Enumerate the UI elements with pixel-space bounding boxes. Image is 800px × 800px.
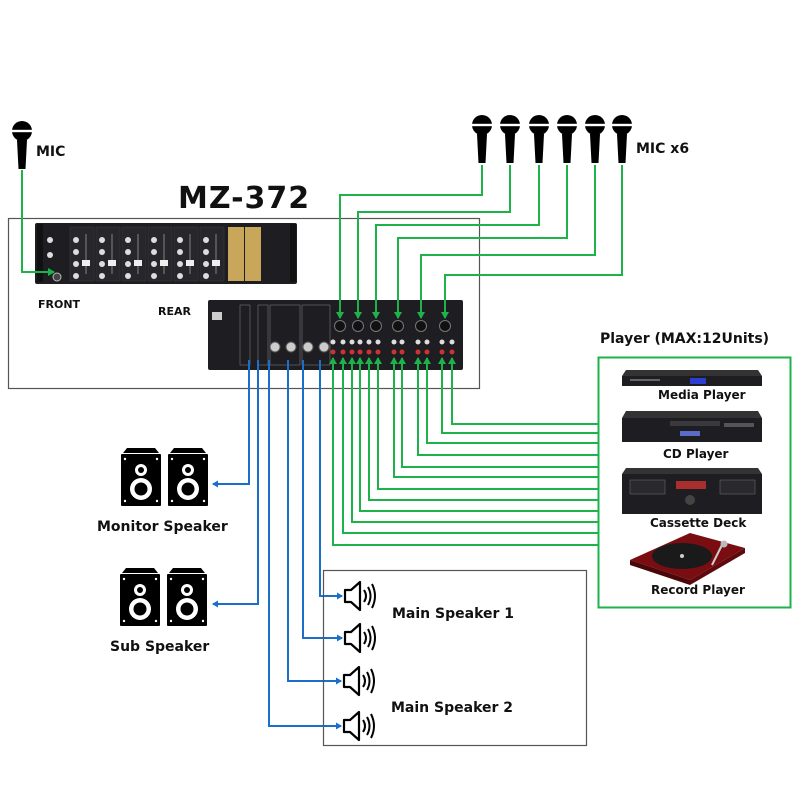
- main-speaker-frame: [322, 569, 588, 747]
- player-cable-7: [390, 357, 598, 478]
- front-mic-label: MIC: [36, 144, 66, 160]
- player-cable-10: [423, 357, 598, 444]
- player-cable-5: [365, 357, 598, 501]
- main-speaker-1b-icon[interactable]: [343, 622, 377, 654]
- rear-mic-cable-5: [417, 165, 596, 319]
- front-mic-icon: [12, 121, 32, 169]
- player-cable-12: [448, 357, 598, 425]
- cd-player-label: CD Player: [663, 447, 729, 461]
- main-speaker-1a-icon[interactable]: [343, 580, 377, 612]
- rear-mic-cable-1: [336, 165, 483, 319]
- cd-player-icon[interactable]: [622, 411, 762, 442]
- rear-mics-label: MIC x6: [636, 141, 690, 157]
- monitor-speaker-icon[interactable]: [121, 448, 208, 506]
- main-speaker-2-label: Main Speaker 2: [391, 700, 514, 716]
- player-cable-9: [414, 357, 598, 456]
- rear-mic-cable-6: [441, 165, 623, 319]
- main-speaker-2a-icon[interactable]: [342, 665, 376, 697]
- rear-mic-icon-2: [500, 115, 520, 163]
- monitor-out-cable: [212, 360, 250, 488]
- mixer-title: MZ-372: [178, 181, 311, 216]
- rear-mic-icon-3: [529, 115, 549, 163]
- mixer-front-panel[interactable]: [35, 223, 297, 284]
- rear-mic-cable-3: [372, 165, 540, 319]
- player-cable-1: [329, 357, 598, 546]
- player-cable-6: [374, 357, 598, 490]
- player-cable-4: [356, 357, 598, 512]
- mixer-frame: [7, 217, 481, 390]
- sub-speaker-label: Sub Speaker: [110, 639, 210, 655]
- output-cables: [212, 360, 343, 730]
- player-cable-3: [348, 357, 598, 523]
- player-cable-11: [438, 357, 598, 434]
- monitor-speaker-label: Monitor Speaker: [97, 519, 228, 535]
- player-group-label: Player (MAX:12Units): [600, 331, 770, 347]
- record-player-label: Record Player: [651, 583, 745, 597]
- rear-mic-icon-4: [557, 115, 577, 163]
- rear-mic-cable-2: [354, 165, 511, 319]
- rear-mic-icon-5: [585, 115, 605, 163]
- main-speaker-2b-icon[interactable]: [342, 710, 376, 742]
- rear-mic-icon-1: [472, 115, 492, 163]
- input-cables: [21, 165, 623, 546]
- rear-mic-cable-4: [394, 165, 568, 319]
- rear-label: REAR: [158, 305, 191, 318]
- main-speaker-1-label: Main Speaker 1: [392, 606, 515, 622]
- player-frame: [597, 356, 792, 609]
- cassette-deck-icon[interactable]: [622, 468, 762, 514]
- cassette-deck-label: Cassette Deck: [650, 516, 747, 530]
- player-cable-8: [398, 357, 598, 468]
- media-player-icon[interactable]: [622, 370, 762, 386]
- rear-mic-icon-6: [612, 115, 632, 163]
- rear-mics-group: [472, 115, 632, 163]
- sub-out-cable: [212, 360, 259, 608]
- front-label: FRONT: [38, 298, 81, 311]
- main2b-out-cable: [268, 360, 342, 730]
- main1a-out-cable: [319, 360, 343, 600]
- main1b-out-cable: [302, 360, 343, 642]
- player-cable-2: [339, 357, 598, 534]
- turntable-icon[interactable]: [630, 533, 745, 585]
- media-player-label: Media Player: [658, 388, 746, 402]
- front-mic-cable: [21, 170, 55, 276]
- mixer-rear-panel[interactable]: [208, 300, 463, 370]
- sub-speaker-icon[interactable]: [120, 568, 207, 626]
